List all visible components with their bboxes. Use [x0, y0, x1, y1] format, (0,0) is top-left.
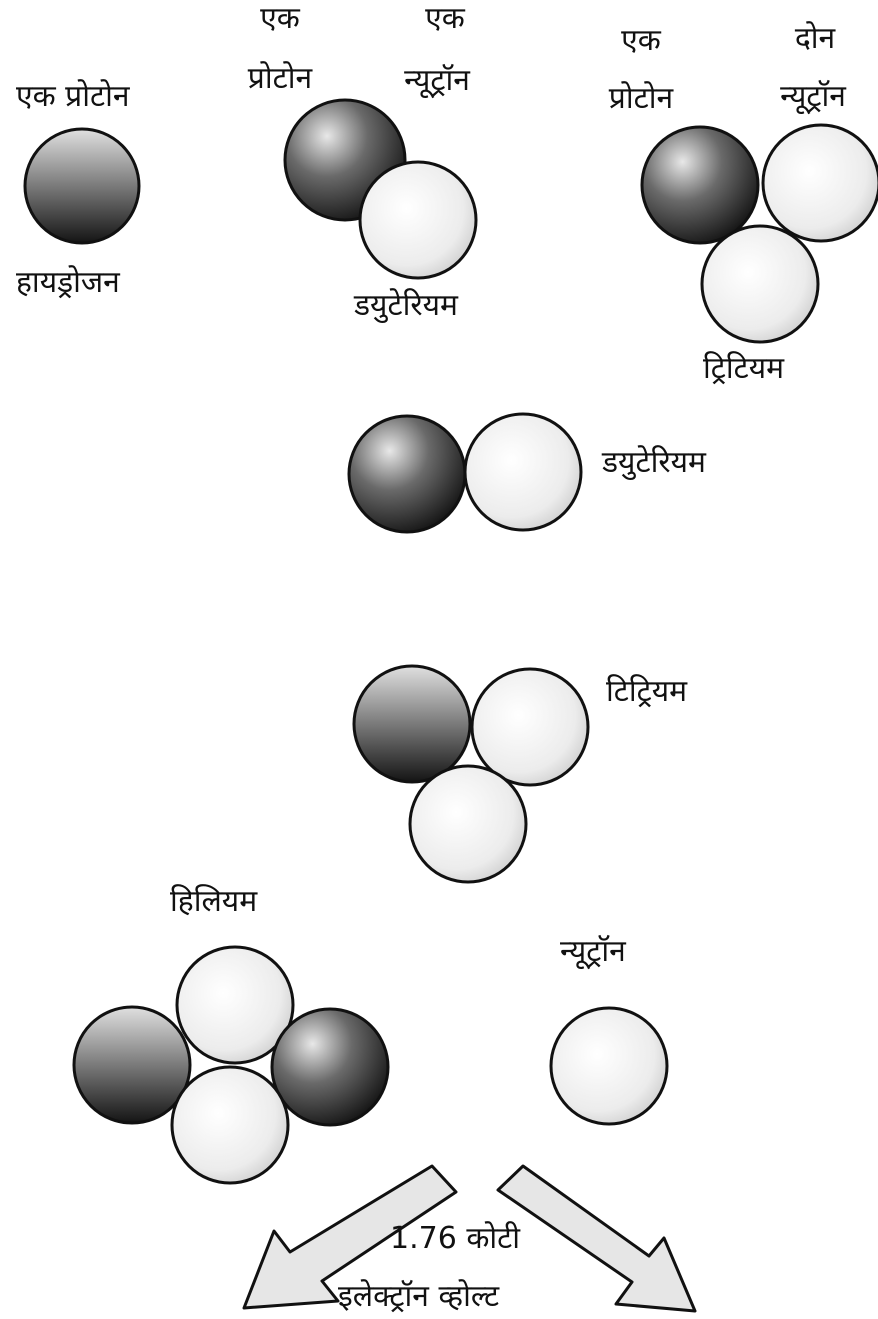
- tritium-mid-proton: [354, 666, 470, 782]
- energy-unit: इलेक्ट्रॉन व्होल्ट: [338, 1282, 499, 1312]
- tritium-mid-neutron-1: [472, 669, 588, 785]
- tritium-top-neutron-1: [763, 125, 878, 241]
- tritium-mid-name: टिट्रियम: [606, 677, 687, 707]
- hydrogen-proton: [25, 129, 139, 243]
- helium-proton-left: [74, 1007, 190, 1123]
- deuterium-mid-atom: [349, 414, 581, 532]
- tritium-top-atom: [642, 125, 878, 342]
- deuterium-top-neutron-label-2: न्यूट्रॉन: [404, 66, 470, 96]
- deuterium-top-proton-label-1: एक: [260, 4, 300, 34]
- free-neutron: [551, 1008, 667, 1124]
- tritium-mid-neutron-2: [410, 766, 526, 882]
- deuterium-top-neutron-label-1: एक: [425, 4, 465, 34]
- tritium-top-proton: [642, 127, 758, 243]
- neutron-name: न्यूट्रॉन: [560, 937, 626, 967]
- tritium-top-neutron-label-1: दोन: [795, 24, 835, 54]
- tritium-top-neutron-label-2: न्यूट्रॉन: [780, 82, 846, 112]
- arrow-right: [498, 1166, 695, 1311]
- deuterium-top-atom: [285, 100, 476, 278]
- tritium-top-name: ट्रिटियम: [703, 354, 784, 384]
- deuterium-top-proton-label-2: प्रोटोन: [248, 64, 312, 94]
- helium-name: हिलियम: [170, 887, 257, 917]
- tritium-top-proton-label-2: प्रोटोन: [609, 84, 673, 114]
- helium-neutron-bottom: [172, 1067, 288, 1183]
- deuterium-top-name: डयुटेरियम: [354, 291, 458, 321]
- tritium-mid-atom: [354, 666, 588, 882]
- tritium-top-proton-label-1: एक: [621, 26, 661, 56]
- hydrogen-top-label: एक प्रोटोन: [16, 82, 130, 112]
- deuterium-top-neutron: [360, 162, 476, 278]
- hydrogen-atom: [25, 129, 139, 243]
- deuterium-mid-neutron: [465, 414, 581, 530]
- deuterium-mid-name: डयुटेरियम: [602, 448, 706, 478]
- deuterium-mid-proton: [349, 416, 465, 532]
- tritium-top-neutron-2: [702, 226, 818, 342]
- hydrogen-name: हायड्रोजन: [16, 268, 120, 298]
- helium-atom: [74, 947, 388, 1183]
- helium-proton-right: [272, 1009, 388, 1125]
- energy-value: 1.76 कोटी: [390, 1224, 520, 1254]
